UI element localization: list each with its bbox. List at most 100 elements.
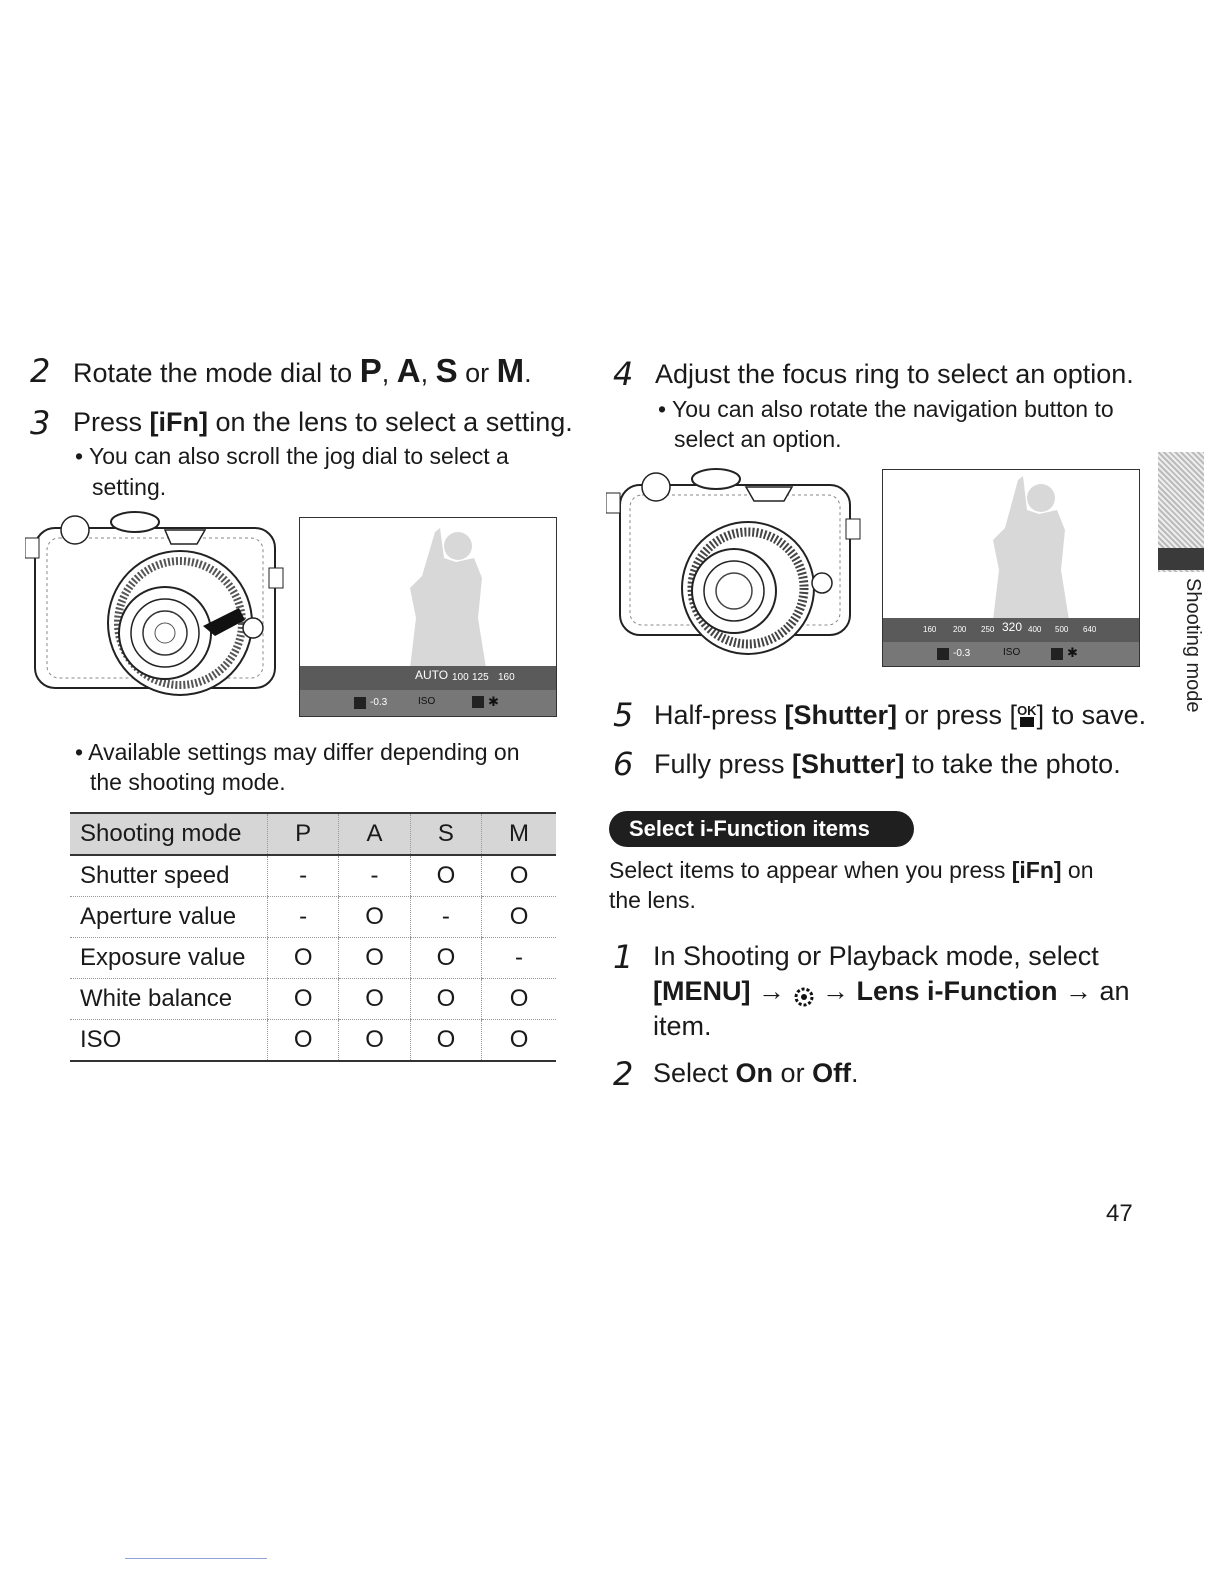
section-desc-a: Select items to appear when you press [609, 857, 1012, 883]
period: . [524, 358, 532, 388]
table-cell: O [338, 1019, 411, 1062]
wb-icon [472, 696, 484, 708]
table-row: Shutter speed - - O O [70, 855, 556, 897]
footer-rule [125, 1558, 267, 1559]
row-label: Exposure value [70, 937, 268, 979]
sub-step-1-line2: [MENU] → → Lens i-Function → an [653, 974, 1130, 1008]
ev-value: -0.3 [370, 697, 388, 708]
value-scale-bar: AUTO 100 125 160 [300, 666, 556, 690]
table-cell: O [409, 937, 482, 979]
step-5-number: 5 [613, 696, 634, 734]
table-row: Exposure value O O O - [70, 937, 556, 979]
sub-step-2-number: 2 [613, 1055, 634, 1093]
mode-s: S [435, 352, 458, 389]
ifn-key: [iFn] [1011, 857, 1062, 883]
table-row: ISO O O O O [70, 1019, 556, 1062]
sub-step-2-text: Select On or Off. [653, 1056, 859, 1090]
section-title-pill: Select i-Function items [609, 811, 914, 847]
row-label: White balance [70, 978, 268, 1020]
table-cell: O [266, 978, 339, 1020]
value-scale-bar: 160 200 250 320 400 500 640 [883, 618, 1139, 642]
step-5-text-a: Half-press [654, 700, 785, 730]
step-3-bullet-line2: setting. [92, 474, 167, 500]
table-cell: O [338, 937, 411, 979]
table-cell: O [481, 978, 556, 1020]
step-6-text-a: Fully press [654, 749, 793, 779]
iso-label: ISO [418, 696, 436, 707]
step-6-text: Fully press [Shutter] to take the photo. [654, 747, 1121, 781]
header-s: S [409, 812, 482, 856]
mode-p: P [359, 352, 382, 389]
ok-grid-icon [1019, 716, 1034, 727]
step-2-text-a: Rotate the mode dial to [73, 358, 360, 388]
step-3-bullet-line1: • You can also scroll the jog dial to se… [75, 443, 509, 469]
auto-value: AUTO [415, 668, 449, 682]
table-cell: - [266, 855, 339, 897]
table-cell: O [481, 1019, 556, 1062]
step-6-text-b: to take the photo. [904, 749, 1121, 779]
scale-tick: 400 [1028, 625, 1042, 634]
step-3-text-b: on the lens to select a setting. [208, 407, 573, 437]
step-3-text-a: Press [73, 407, 150, 437]
lcd-screen-left: AUTO 100 125 160 -0.3 ISO ✱ [299, 517, 557, 717]
table-cell: - [266, 896, 339, 938]
header-p: P [266, 812, 339, 856]
table-cell: O [409, 855, 482, 897]
arrow: → [750, 976, 793, 1006]
section-description-line2: the lens. [609, 887, 696, 913]
ifn-key: [iFn] [149, 407, 209, 437]
ev-icon [937, 648, 949, 660]
scale-tick: 640 [1083, 625, 1097, 634]
scale-tick-125: 125 [472, 672, 489, 683]
ev-icon [354, 697, 366, 709]
note-line1: • Available settings may differ dependin… [75, 739, 520, 765]
arrow-an: → an [1057, 976, 1130, 1006]
header-m: M [481, 812, 556, 856]
on-option: On [735, 1058, 774, 1088]
sub-step-1-number: 1 [613, 938, 634, 976]
row-label: Shutter speed [70, 855, 268, 897]
off-option: Off [812, 1058, 852, 1088]
table-cell: O [481, 896, 556, 938]
table-cell: O [266, 1019, 339, 1062]
table-cell: O [338, 896, 411, 938]
sub-step-1-line1: In Shooting or Playback mode, select [653, 941, 1099, 971]
lens-i-function-label: Lens i-Function [856, 976, 1058, 1006]
step-4-text: Adjust the focus ring to select an optio… [655, 359, 1134, 389]
row-label: ISO [70, 1019, 268, 1062]
table-cell: O [266, 937, 339, 979]
shutter-key: [Shutter] [784, 700, 898, 730]
page-number: 47 [1106, 1200, 1133, 1227]
mode-a: A [396, 352, 421, 389]
table-row: Aperture value - O - O [70, 896, 556, 938]
wb-icon [1051, 648, 1063, 660]
step-3-text: Press [iFn] on the lens to select a sett… [73, 405, 573, 439]
table-cell: O [409, 1019, 482, 1062]
mode-settings-table: Shooting mode P A S M Shutter speed - - … [70, 812, 556, 1062]
iso-label: ISO [1003, 647, 1021, 658]
chapter-tab-marker [1158, 548, 1204, 570]
star-icon: ✱ [1067, 645, 1078, 660]
ok-button-icon: OK [1017, 704, 1037, 729]
table-cell: O [338, 978, 411, 1020]
table-cell: O [409, 978, 482, 1020]
header-a: A [338, 812, 411, 856]
period: . [851, 1058, 859, 1088]
step-2-number: 2 [30, 352, 51, 390]
comma-1: , [381, 358, 397, 388]
ifn-option-bar: -0.3 ISO ✱ [883, 642, 1139, 666]
table-header-row: Shooting mode P A S M [70, 812, 556, 856]
ev-value: -0.3 [953, 648, 971, 659]
camera-illustration-right [606, 468, 861, 655]
scale-tick: 200 [953, 625, 967, 634]
mode-m: M [496, 352, 525, 389]
lcd-screen-right: 160 200 250 320 400 500 640 -0.3 ISO ✱ [882, 469, 1140, 667]
step-5-text: Half-press [Shutter] or press [OK] to sa… [654, 698, 1146, 732]
shutter-key: [Shutter] [792, 749, 905, 779]
or-word: or [773, 1058, 813, 1088]
scale-tick: 500 [1055, 625, 1069, 634]
step-5-text-c: ] to save. [1036, 700, 1147, 730]
scale-tick-100: 100 [452, 672, 469, 683]
step-2-text: Rotate the mode dial to P, A, S or M. [73, 354, 532, 390]
ifn-option-bar: -0.3 ISO ✱ [300, 690, 556, 716]
